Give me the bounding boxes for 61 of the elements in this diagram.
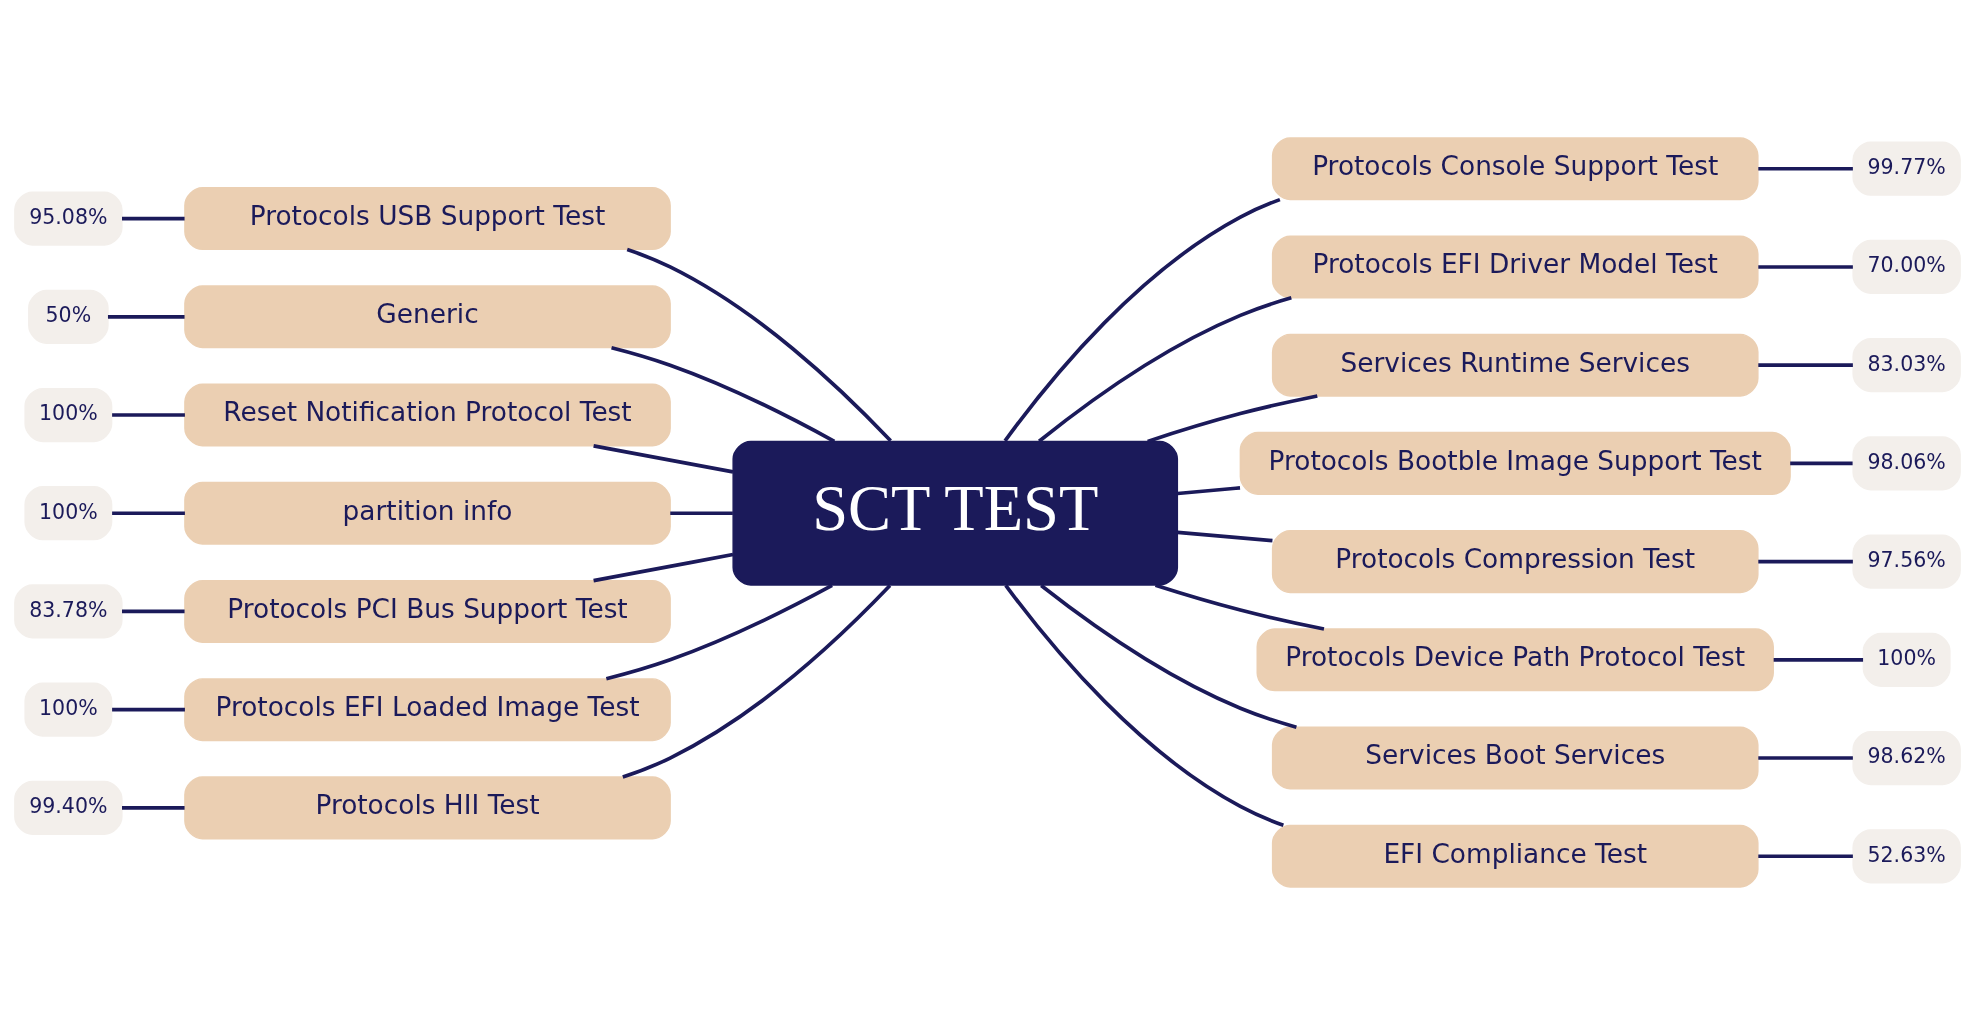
- connector: [111, 707, 185, 711]
- connector: [1757, 559, 1853, 563]
- connector: [669, 510, 733, 515]
- connector: [1003, 197, 1280, 442]
- node-box: 100%: [1862, 632, 1951, 687]
- connector: [1757, 853, 1853, 858]
- node-box: partition info: [183, 481, 671, 545]
- node-box: 97.56%: [1851, 534, 1961, 589]
- connector: [1773, 657, 1863, 662]
- node-box: Protocols Console Support Test: [1271, 136, 1759, 200]
- node-box: 99.40%: [13, 780, 123, 835]
- node-box: Protocols Device Path Protocol Test: [1256, 627, 1774, 691]
- node-box: 50%: [27, 289, 109, 344]
- node-box: Protocols Bootble Image Support Test: [1239, 431, 1791, 495]
- connector: [1757, 264, 1853, 269]
- node-box: 100%: [23, 682, 112, 737]
- connector: [1039, 583, 1297, 729]
- connector: [592, 443, 733, 474]
- node-box: Protocols EFI Loaded Image Test: [183, 677, 671, 741]
- node-box: 99.77%: [1851, 141, 1961, 196]
- node-box: Protocols USB Support Test: [183, 186, 671, 250]
- node-box: Reset Notification Protocol Test: [183, 383, 671, 447]
- connector: [111, 510, 185, 515]
- node-box: 100%: [23, 485, 112, 540]
- node-box: SCT TEST: [731, 440, 1178, 586]
- connector: [1154, 582, 1324, 631]
- node-box: 83.78%: [13, 583, 123, 639]
- connector: [626, 247, 892, 442]
- connector: [1003, 583, 1284, 827]
- connector: [107, 314, 185, 319]
- connector: [1757, 362, 1853, 367]
- connector: [592, 552, 733, 582]
- connector: [111, 412, 185, 417]
- node-box: 98.62%: [1851, 730, 1961, 785]
- connector: [621, 583, 891, 779]
- node-box: 52.63%: [1851, 828, 1961, 883]
- node-box: 70.00%: [1851, 239, 1961, 294]
- node-box: 100%: [23, 387, 112, 442]
- connector: [1757, 755, 1853, 760]
- connector: [610, 345, 835, 443]
- connector: [121, 805, 185, 810]
- node-box: Protocols HII Test: [183, 775, 671, 839]
- node-box: Protocols PCI Bus Support Test: [183, 579, 671, 643]
- connector: [121, 216, 185, 220]
- connector: [1789, 461, 1853, 465]
- connector: [1037, 295, 1292, 443]
- connector: [605, 583, 833, 681]
- node-box: Protocols EFI Driver Model Test: [1271, 234, 1759, 298]
- connector: [1177, 530, 1273, 542]
- node-box: 95.08%: [13, 190, 123, 246]
- node-box: EFI Compliance Test: [1271, 824, 1759, 888]
- node-box: 98.06%: [1851, 435, 1961, 490]
- node-box: Services Runtime Services: [1271, 333, 1759, 397]
- connector: [1757, 166, 1853, 171]
- node-box: 83.03%: [1851, 337, 1961, 392]
- connector: [1146, 393, 1318, 443]
- node-box: Generic: [183, 284, 671, 348]
- node-box: Protocols Compression Test: [1271, 529, 1759, 593]
- connector: [1177, 485, 1240, 495]
- node-box: Services Boot Services: [1271, 726, 1759, 790]
- connector: [121, 609, 185, 613]
